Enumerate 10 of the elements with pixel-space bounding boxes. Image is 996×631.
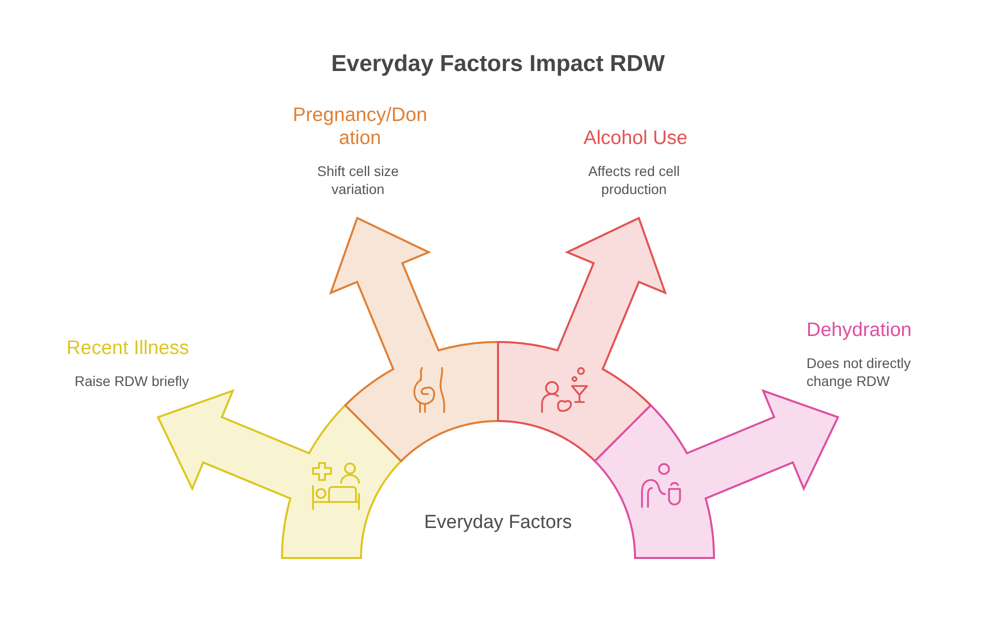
factor-heading: Dehydration bbox=[806, 319, 913, 342]
hub-label: Everyday Factors bbox=[424, 510, 572, 534]
factor-heading: Pregnancy/Donation bbox=[292, 104, 428, 150]
factor-description: Does not directly change RDW bbox=[806, 354, 912, 390]
factor-heading: Alcohol Use bbox=[582, 126, 688, 150]
factor-description: Raise RDW briefly bbox=[74, 372, 189, 390]
factor-heading: Recent Illness bbox=[66, 336, 189, 360]
diagram-title: Everyday Factors Impact RDW bbox=[331, 49, 665, 77]
factor-description: Shift cell size variation bbox=[316, 162, 400, 198]
factor-description: Affects red cell production bbox=[588, 162, 680, 198]
